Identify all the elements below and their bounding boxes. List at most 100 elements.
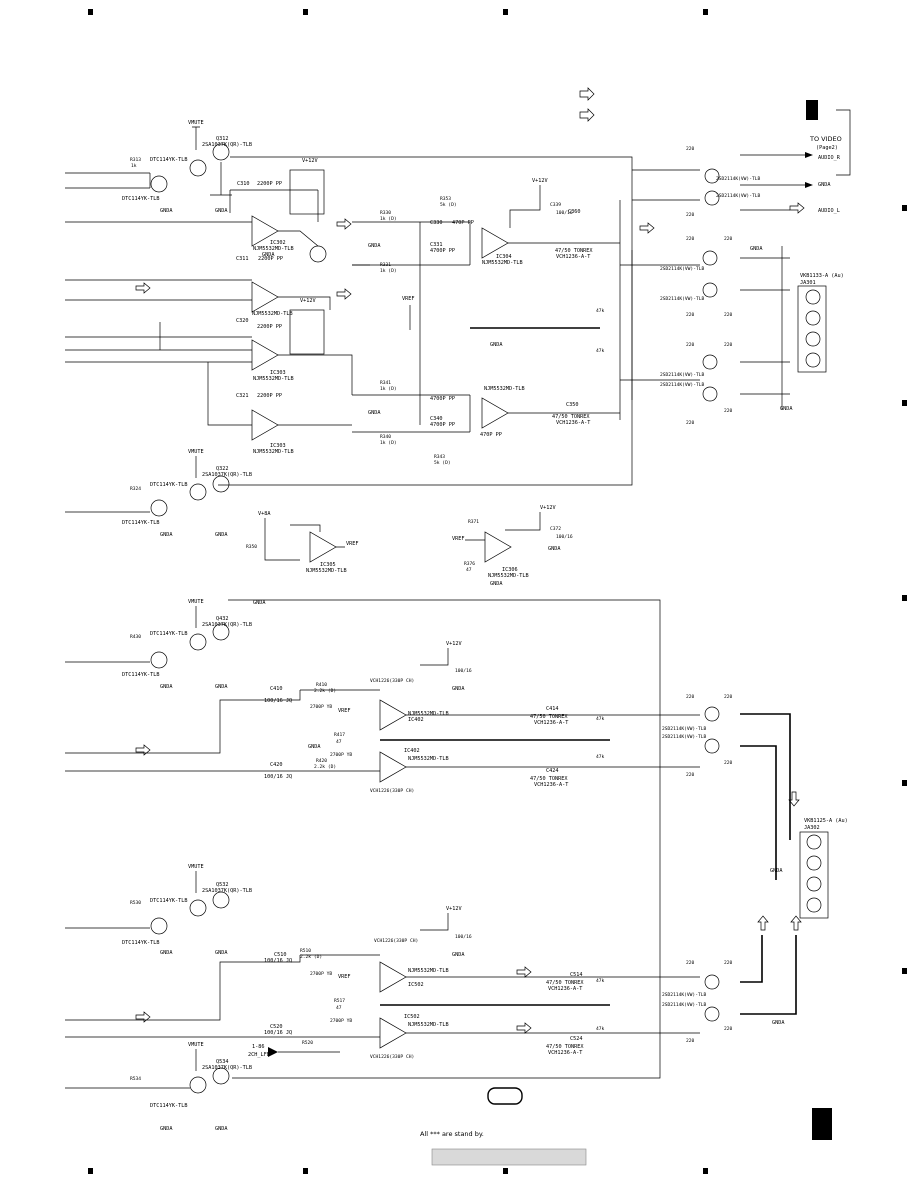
r-360-a: 220 [686, 236, 695, 242]
q532-transistor [212, 891, 230, 909]
ic303-ref-b: IC303 [270, 443, 286, 449]
q432-part: 2SA1037K(QR)-TLB [202, 622, 252, 628]
ja301-jack [797, 285, 827, 373]
legend-arrows [579, 87, 595, 122]
gnda-arrow [805, 182, 813, 188]
c350-label: C350 [566, 402, 579, 408]
ic302-power-block [289, 169, 325, 215]
c422-value: VCH1226(330P CH) [370, 788, 414, 794]
q322-part: 2SA1037K(QR)-TLB [202, 472, 252, 478]
r517-value: 47 [336, 1005, 342, 1011]
r-363-a: 220 [686, 420, 695, 426]
c339-value: 100/16 [556, 210, 573, 216]
r410-label: R410 [316, 682, 327, 688]
ja302-socket-2 [806, 855, 822, 871]
ic304-opamp-b [481, 397, 509, 429]
video-out-section: TO VIDEO (Page2) AUDIO_R GNDA AUDIO_L 2S… [596, 109, 851, 426]
q322-transistor [212, 475, 230, 493]
gnda-q328: GNDA [160, 532, 173, 538]
ic502-opamp-a [379, 961, 407, 993]
legend-arrow-2 [579, 108, 595, 122]
r-410-b: 220 [724, 694, 733, 700]
c421-value: 2700P YB [330, 752, 352, 758]
c310-value: 2200P PP [257, 181, 282, 187]
v12-label-3: V+12V [532, 178, 548, 184]
ic502-part-b: NJM5532MD-TLB [408, 1022, 449, 1028]
vmute-label-4: VMUTE [188, 864, 204, 870]
gnda-ic304: GNDA [490, 342, 503, 348]
right-tick-4 [902, 780, 907, 786]
ic303-part-b: NJM5532MD-TLB [253, 449, 294, 455]
r417-label: R417 [334, 732, 345, 738]
ic304-part-b: NJM5532MD-TLB [484, 386, 525, 392]
r330-label: R330 [380, 210, 391, 216]
c331-label: C331 [430, 242, 443, 248]
q323-part: DTC114YK-TLB [150, 482, 187, 488]
r331-value: 1k (D) [380, 268, 397, 274]
r340-label: R340 [380, 434, 391, 440]
c420-value: 100/16 JQ [264, 774, 292, 780]
gnda-r341: GNDA [368, 410, 381, 416]
ic306-part: NJM5532MD-TLB [488, 573, 529, 579]
r376-value: 47 [466, 567, 472, 573]
flow-arrow-ja302-r [790, 915, 802, 931]
c340-label: C340 [430, 416, 443, 422]
r530-label: R530 [130, 900, 141, 906]
right-tick-2 [902, 400, 907, 406]
q313-part: DTC114YK-TLB [150, 157, 187, 163]
c524-label: C524 [570, 1036, 583, 1042]
v12-label-4: V+12V [540, 505, 556, 511]
r-520-a: 220 [686, 1038, 695, 1044]
v12-label-2: V+12V [300, 298, 316, 304]
c321-label: C321 [236, 393, 249, 399]
c410-value: 100/16 JQ [264, 698, 292, 704]
ja301-socket-4 [805, 352, 821, 368]
ic402-part-b: NJM5532MD-TLB [408, 756, 449, 762]
bottom-tick-3 [503, 1168, 508, 1174]
ic502-opamp-b [379, 1017, 407, 1049]
ic305-part: NJM5532MD-TLB [306, 568, 347, 574]
r341-label: R341 [380, 380, 391, 386]
c510-value: 100/16 JQ [264, 958, 292, 964]
ic302-section: C310 2200P PP V+12V IC302 NJM5532MD-TLB … [65, 158, 655, 455]
q361-part: 2SD2114K(VW)-TLB [660, 372, 704, 378]
ic303-power-block [289, 309, 325, 355]
q538-transistor [150, 917, 168, 935]
flow-arrow-ic302 [336, 218, 352, 230]
test-point-circle [309, 245, 327, 263]
vmute-label-2: VMUTE [188, 449, 204, 455]
right-tick-5 [902, 968, 907, 974]
gnda-out-label: GNDA [818, 182, 831, 188]
c360-label: C360 [568, 209, 581, 215]
r-361-b: 220 [724, 342, 733, 348]
r313-value: 1k [131, 163, 137, 169]
r330-value: 1k (D) [380, 216, 397, 222]
top-tick-2 [303, 9, 308, 15]
mute-group-q312: VMUTE Q312 2SA1037K(QR)-TLB DTC114YK-TLB… [65, 120, 252, 214]
c424-label: C424 [546, 768, 559, 774]
c414-part: VCH1236-A-T [534, 720, 568, 726]
r353-label: R353 [440, 196, 451, 202]
block-mark-bottom [812, 1108, 832, 1140]
c372-label: C372 [550, 526, 561, 532]
vmute-label-3: VMUTE [188, 599, 204, 605]
gnda-ic402: GNDA [308, 744, 321, 750]
mute-group-q534: VMUTE Q534 2SA1037K(QR)-TLB DTC114YK-TLB… [65, 1042, 252, 1132]
page-number-box [431, 1148, 587, 1166]
q328-part: DTC114YK-TLB [122, 520, 159, 526]
r517-label: R517 [334, 998, 345, 1004]
c341-value: 4700P PP [430, 396, 455, 402]
c514-part: VCH1236-A-T [548, 986, 582, 992]
r510-label: R510 [300, 948, 311, 954]
r-out-2: 220 [686, 212, 695, 218]
c344-value: 470P PP [480, 432, 502, 438]
block-mark-top [806, 100, 818, 120]
vref-label-3: VREF [452, 536, 465, 542]
c321-value: 2200P PP [257, 393, 282, 399]
q520-transistor [704, 1006, 720, 1022]
ic402-ref-b: IC402 [404, 748, 420, 754]
q318-transistor [150, 175, 168, 193]
q531-part: DTC114YK-TLB [150, 898, 187, 904]
ic306-section: R371 V+12V VREF R376 47 IC306 NJM5532MD-… [452, 505, 573, 587]
c521-value: 2700P YB [330, 1018, 352, 1024]
